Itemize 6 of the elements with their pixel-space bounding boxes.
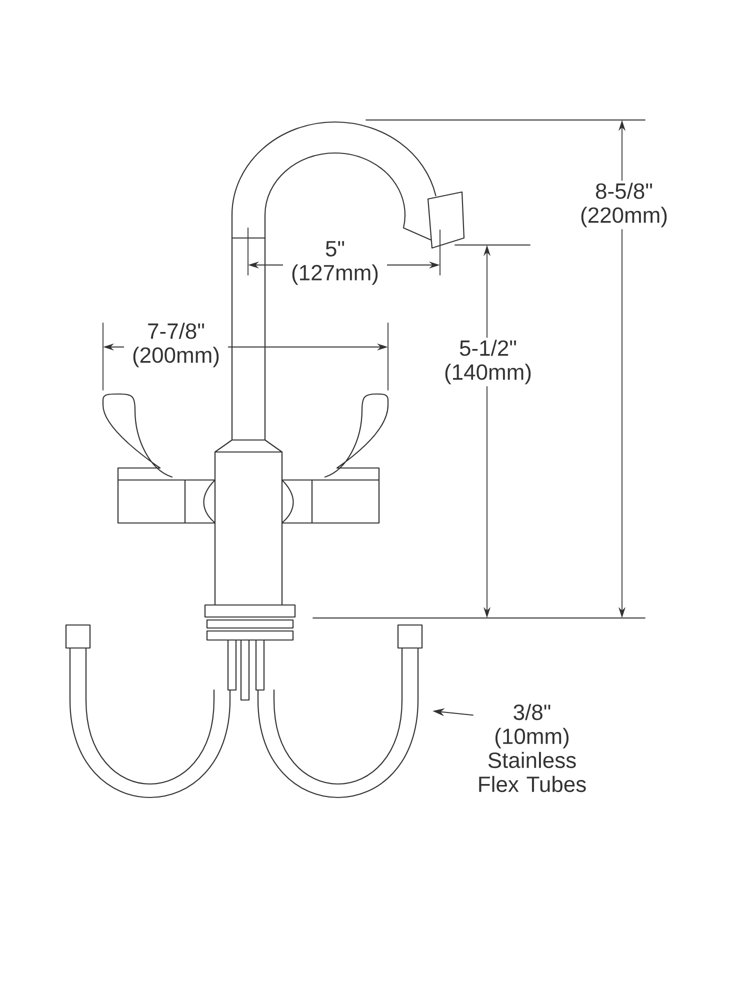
dimension-label: 7-7/8" (200mm)	[124, 320, 228, 370]
dimension-label: 8-5/8" (220mm)	[572, 180, 676, 230]
callout-text: 3/8" (10mm) Stainless Flex Tubes	[479, 704, 586, 792]
dimension-label: 5-1/2" (140mm)	[436, 338, 540, 386]
dimension-label: 5" (127mm)	[283, 239, 387, 287]
flex-tube-drawing	[257, 624, 423, 798]
